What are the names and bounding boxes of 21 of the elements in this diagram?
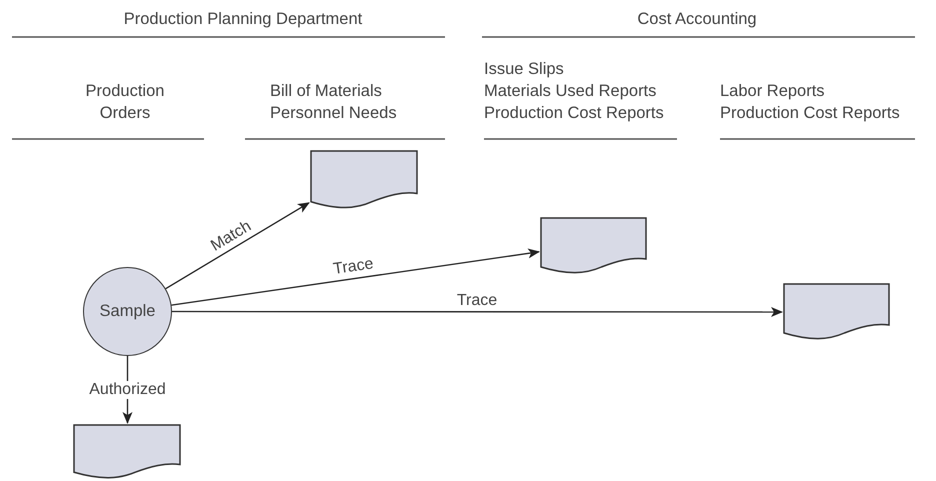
arrow — [172, 307, 783, 317]
arrow — [165, 202, 310, 290]
column-heading: Labor Reports — [720, 81, 825, 102]
edge-label: Trace — [456, 292, 498, 310]
document-symbol — [310, 150, 418, 210]
column-heading: Production Orders — [84, 81, 166, 124]
column-heading: Issue Slips — [484, 59, 564, 80]
document-symbol — [540, 217, 647, 275]
column-heading: Bill of Materials — [270, 81, 382, 102]
column-heading: Personnel Needs — [270, 103, 397, 124]
column-heading: Materials Used Reports — [484, 81, 656, 102]
column-heading: Production Cost Reports — [720, 103, 900, 124]
column-heading: Cost Accounting — [637, 9, 757, 30]
edge-label: Authorized — [87, 380, 168, 398]
document-symbol — [783, 283, 890, 341]
column-heading: Production Cost Reports — [484, 103, 664, 124]
column-heading: Production Planning Department — [124, 9, 362, 30]
edge-label: Trace — [331, 255, 376, 280]
document-symbol — [73, 424, 181, 480]
node-label: Sample — [100, 302, 156, 321]
arrow — [171, 248, 540, 306]
